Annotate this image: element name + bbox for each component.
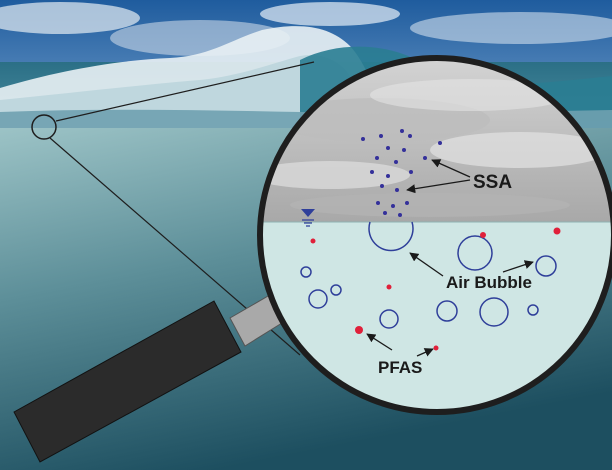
ssa-dot — [361, 137, 365, 141]
pfas-label: PFAS — [378, 358, 422, 377]
pfas-dot — [386, 284, 392, 290]
air-bubble-label: Air Bubble — [446, 273, 532, 292]
ssa-dot — [370, 170, 374, 174]
ssa-dot — [409, 170, 413, 174]
arrow-icon — [431, 159, 471, 178]
arrow-icon — [366, 333, 393, 351]
bubble — [457, 235, 493, 271]
ssa-dot — [405, 201, 409, 205]
bubble — [300, 266, 312, 278]
bubble — [379, 309, 399, 329]
bubble-surface — [368, 221, 414, 252]
air-bubbles — [300, 221, 557, 329]
arrow-icon — [502, 260, 534, 273]
ssa-dot — [398, 213, 402, 217]
ssa-dot — [394, 160, 398, 164]
ssa-dot — [423, 156, 427, 160]
bubble — [535, 255, 557, 277]
pfas-dot — [355, 326, 363, 334]
ssa-dot — [395, 188, 399, 192]
pfas-dot — [433, 345, 439, 351]
ssa-dot — [386, 174, 390, 178]
arrows — [366, 159, 534, 357]
ssa-dot — [379, 134, 383, 138]
arrow-icon — [416, 348, 434, 357]
pfas-dot — [553, 227, 561, 235]
arrow-icon — [406, 179, 471, 194]
ssa-dot — [438, 141, 442, 145]
ssa-dot — [391, 204, 395, 208]
bubble — [330, 284, 342, 296]
ssa-dot — [402, 148, 406, 152]
water-level-marker-icon — [301, 209, 315, 227]
ssa-dot — [380, 184, 384, 188]
ssa-dot — [408, 134, 412, 138]
bubble — [527, 304, 539, 316]
ssa-label: SSA — [473, 172, 512, 193]
ssa-dot — [383, 211, 387, 215]
zoom-line-upper — [55, 61, 315, 122]
bubble — [308, 289, 328, 309]
ssa-dot — [400, 129, 404, 133]
ssa-dot — [386, 146, 390, 150]
arrow-icon — [409, 252, 444, 277]
ssa-particles — [361, 129, 442, 217]
pfas-particles — [310, 227, 561, 351]
ssa-dot — [375, 156, 379, 160]
zoom-source-circle — [31, 114, 57, 140]
lens-rim — [257, 55, 612, 415]
pfas-dot — [310, 238, 316, 244]
bubble — [436, 300, 458, 322]
pfas-dot — [480, 232, 486, 238]
handle-grip — [13, 300, 242, 463]
bubble — [479, 297, 509, 327]
ssa-dot — [376, 201, 380, 205]
